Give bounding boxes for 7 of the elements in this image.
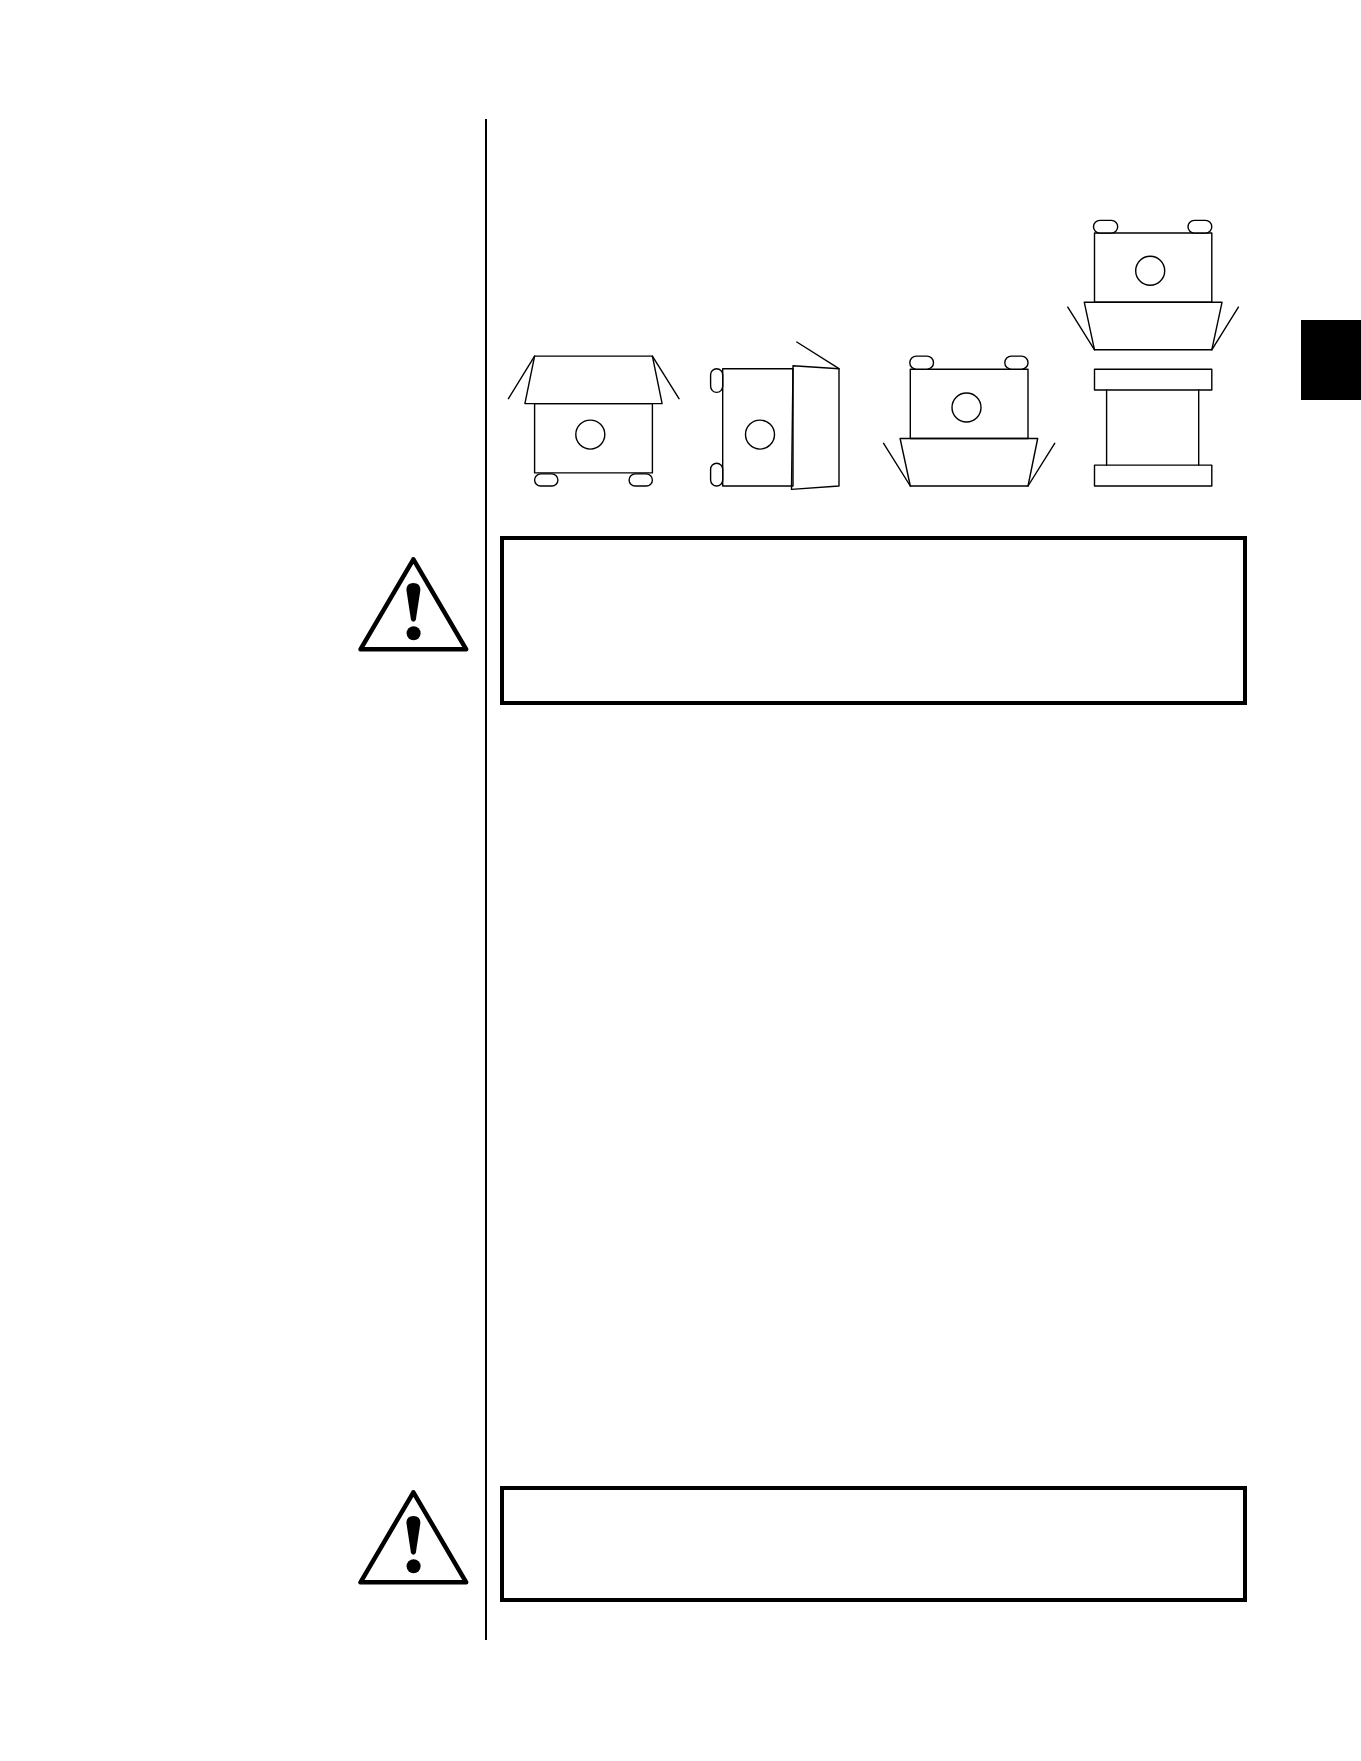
carton-lifted-off-insert-drawing (1066, 218, 1240, 488)
upright-carton-drawing (507, 354, 681, 488)
carton-on-side-drawing (709, 340, 841, 492)
warning-box (500, 536, 1247, 705)
warning-box (500, 1486, 1247, 1602)
section-tab (1301, 320, 1361, 400)
inverted-carton-drawing (882, 354, 1057, 488)
